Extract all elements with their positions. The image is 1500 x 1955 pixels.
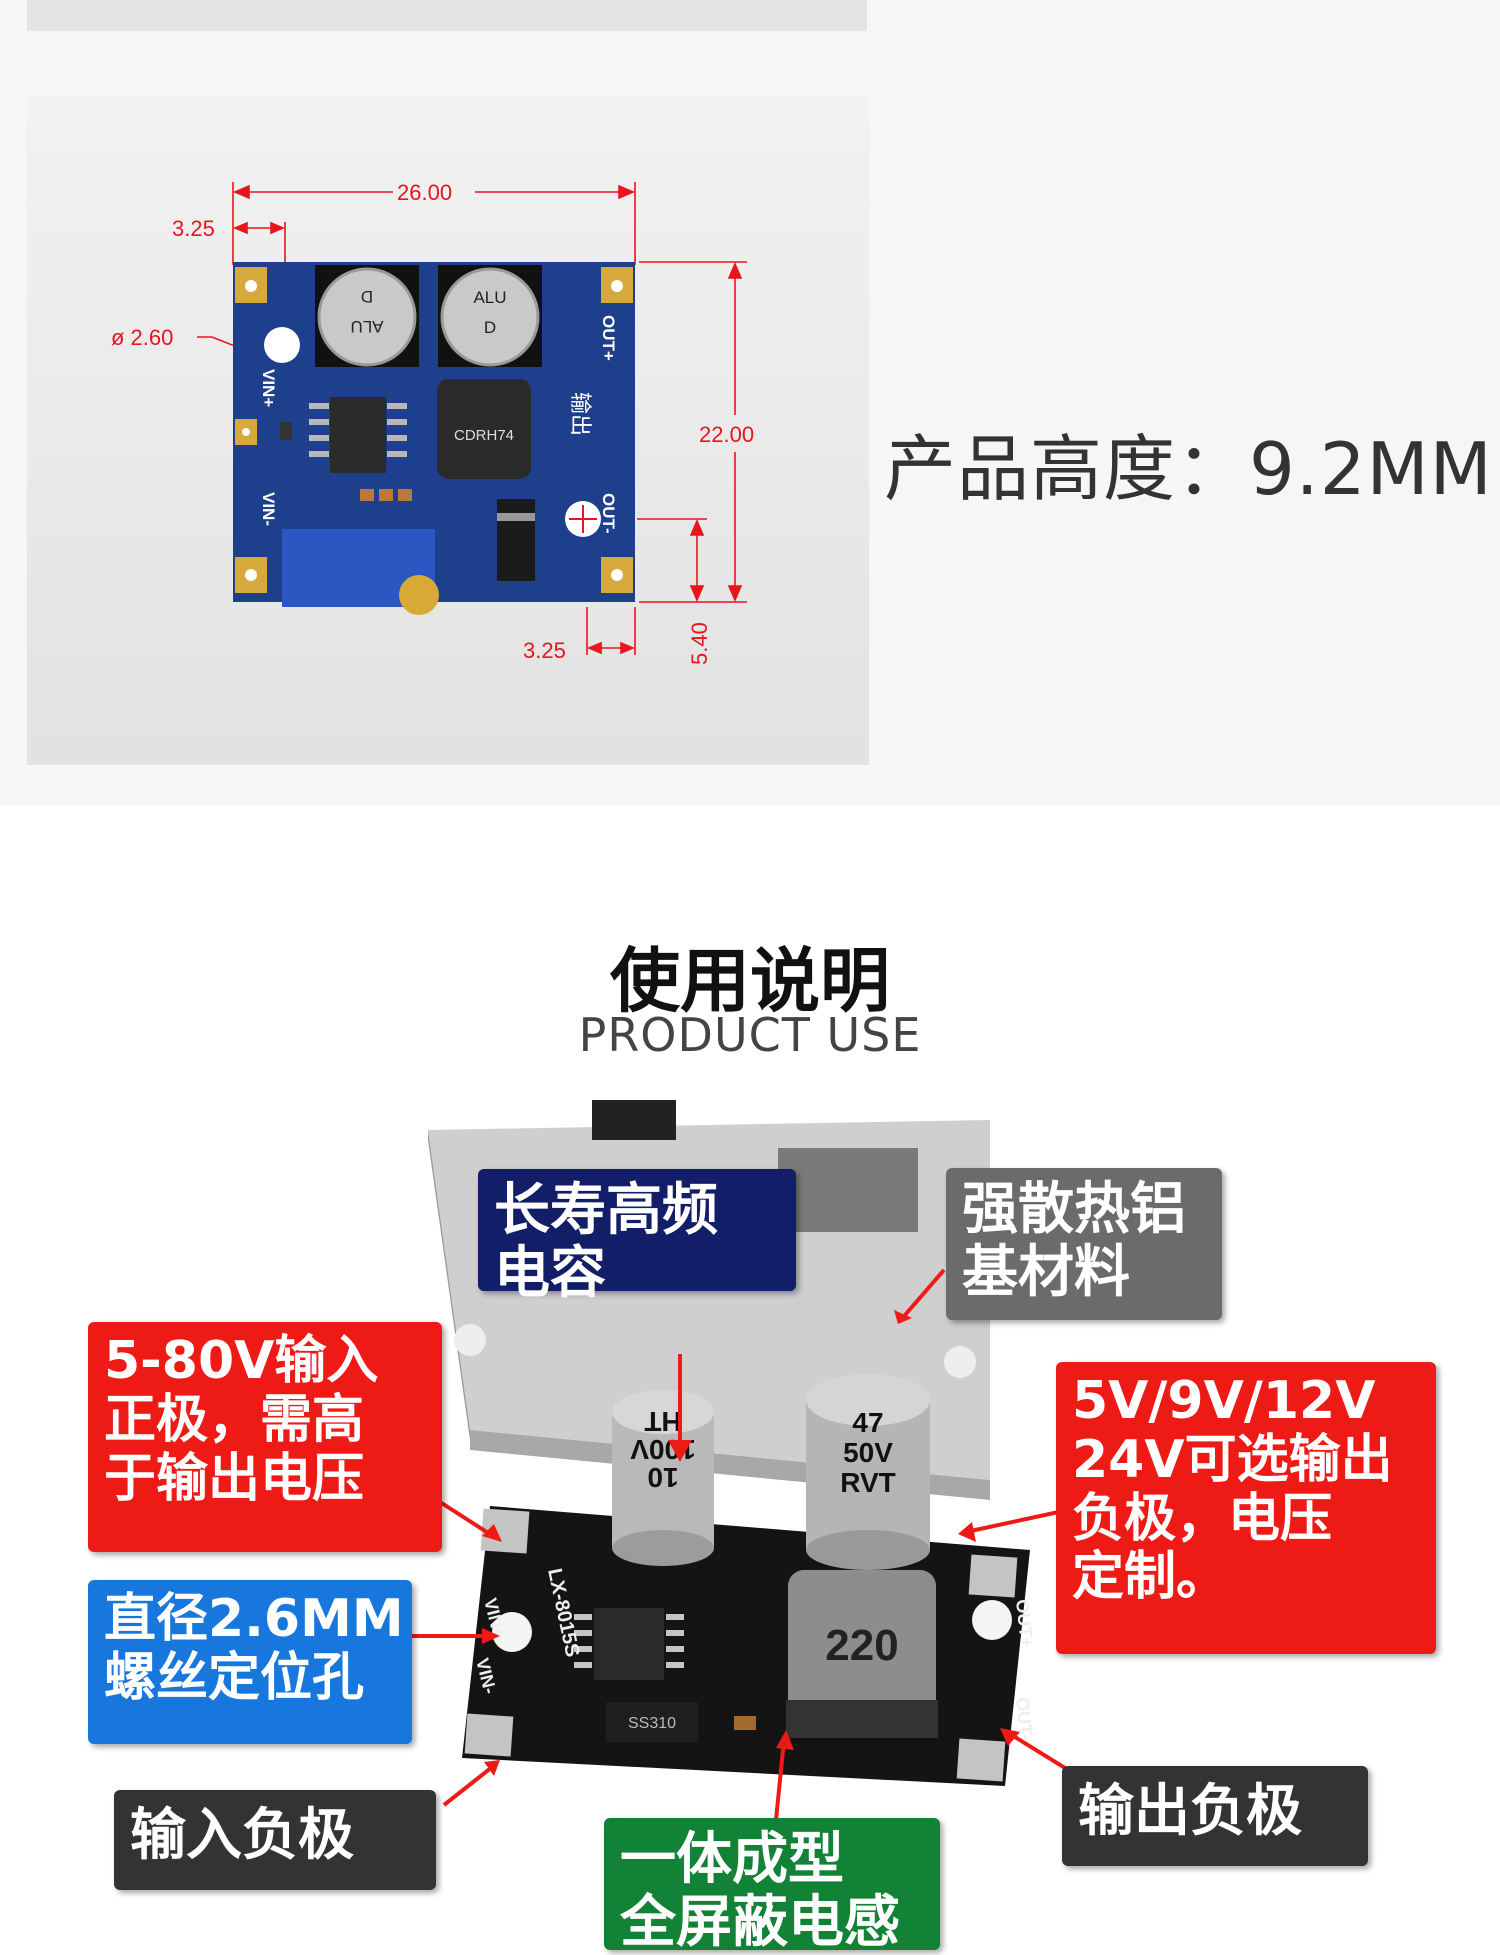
dimension-labels: 26.00 3.25 ø 2.60 22.00 3.25 5.40 (111, 180, 754, 665)
product-photo: SS310 220 HT 100V 10 47 50V RVT VIN+ VIN… (412, 1100, 1080, 1821)
dim-height-label: 22.00 (699, 422, 754, 447)
dim-bottom-offset-label: 3.25 (523, 638, 566, 663)
dim-silk-output: 输出 (568, 392, 593, 436)
dim-pin-vin-minus: VIN- (259, 492, 278, 526)
dimension-drawing-panel: 26.00 3.25 ø 2.60 22.00 3.25 5.40 (27, 97, 869, 765)
photo-cap1-line3: HT (644, 1406, 681, 1437)
callout-input-positive: 5-80V输入 正极，需高 于输出电压 (88, 1322, 442, 1552)
photo-diode-label: SS310 (628, 1715, 676, 1732)
callout-output-options: 5V/9V/12V 24V可选输出 负极，电压 定制。 (1056, 1362, 1436, 1654)
photo-cap2-line3: RVT (840, 1467, 896, 1498)
dim-bottom-vertical-label: 5.40 (687, 622, 712, 665)
dim-capacitor-2 (440, 267, 540, 367)
photo-cap1-line1: 10 (647, 1462, 678, 1493)
dim-cap1-text-a: D (361, 287, 373, 306)
section-title-cn: 使用说明 (610, 940, 890, 1022)
callout-arrows (412, 1268, 1080, 1821)
dim-inductor (437, 379, 531, 479)
dim-pin-vin-plus: VIN+ (259, 369, 278, 407)
dim-width-label: 26.00 (397, 180, 452, 205)
dim-left-offset-label: 3.25 (172, 216, 215, 241)
dim-pin-out-plus: OUT+ (599, 315, 618, 361)
dim-cap2-text-a: ALU (473, 288, 506, 307)
photo-inductor (788, 1570, 936, 1720)
photo-diode (606, 1702, 698, 1742)
dimension-drawing: 26.00 3.25 ø 2.60 22.00 3.25 5.40 (111, 180, 754, 665)
photo-capacitor-2: 47 50V RVT (806, 1374, 930, 1570)
dim-diode (497, 499, 535, 581)
section-title-en: PRODUCT USE (578, 1008, 922, 1062)
dim-mount-hole (264, 327, 300, 363)
product-height-text: 产品高度：9.2MM (884, 427, 1493, 511)
previous-image-panel (27, 0, 867, 31)
dim-capacitor-1 (317, 267, 417, 367)
photo-ic-chip (594, 1608, 664, 1680)
dim-hole-label: ø 2.60 (111, 325, 173, 350)
photo-inductor-label: 220 (825, 1621, 898, 1670)
photo-pcb-board: SS310 220 (462, 1506, 1030, 1786)
photo-cap2-line2: 50V (843, 1437, 893, 1468)
dim-cap1-text-b: ALU (350, 317, 383, 336)
dim-pin-out-minus: OUT- (599, 493, 618, 534)
callout-input-negative: 输入负极 (114, 1790, 436, 1890)
callout-mount-hole: 直径2.6MM 螺丝定位孔 (88, 1580, 412, 1744)
callout-output-negative: 输出负极 (1062, 1766, 1368, 1866)
callout-capacitor: 长寿高频 电容 (478, 1169, 796, 1305)
dim-pcb-board: D ALU ALU D CDRH74 (233, 262, 635, 615)
dim-cap2-text-b: D (484, 318, 496, 337)
photo-capacitor-1: HT 100V 10 (612, 1390, 714, 1566)
dim-inductor-label: CDRH74 (454, 427, 514, 444)
photo-mount-hole (492, 1612, 532, 1652)
callout-heatsink: 强散热铝 基材料 (946, 1168, 1222, 1320)
callout-inductor: 一体成型 全屏蔽电感 (604, 1818, 940, 1954)
photo-cap2-line1: 47 (852, 1407, 883, 1438)
dim-ic-chip (330, 397, 386, 473)
